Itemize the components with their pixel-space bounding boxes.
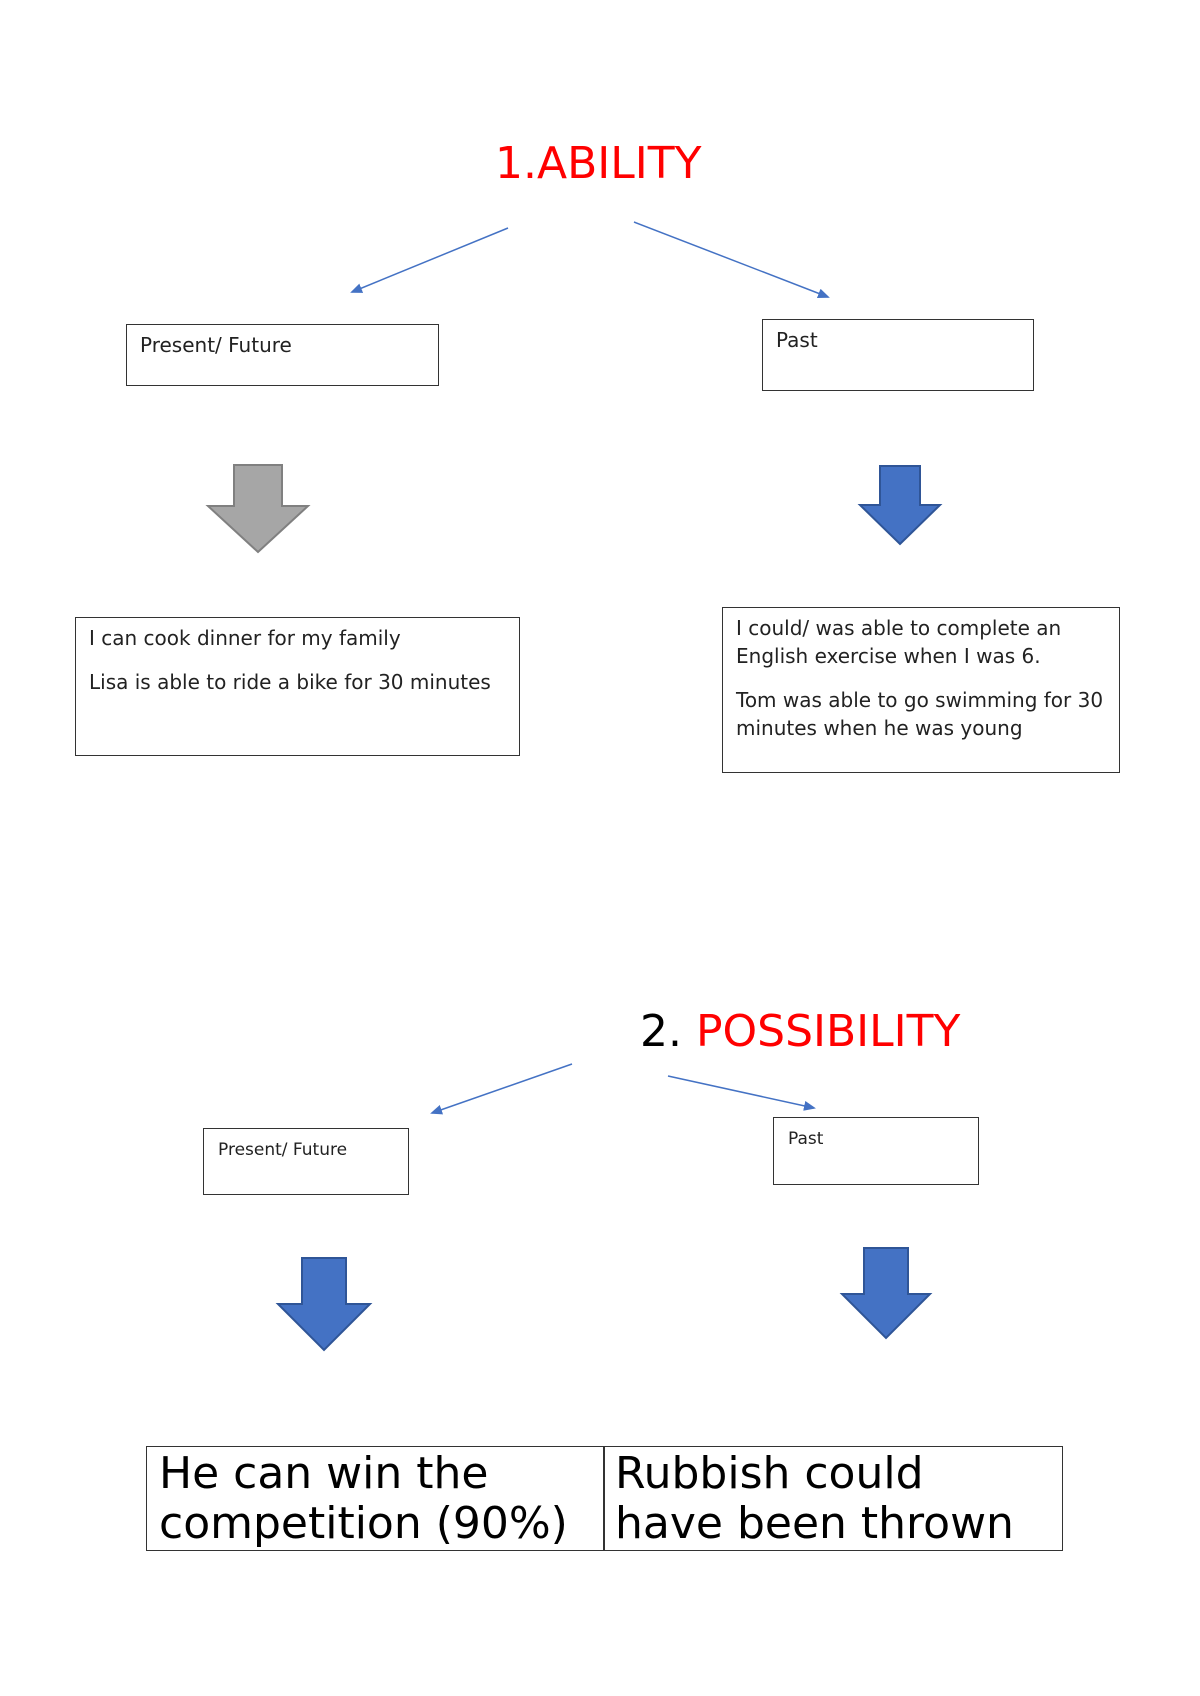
- possibility-past-box: Past: [773, 1117, 979, 1185]
- ability-past-box: Past: [762, 319, 1034, 391]
- ability-past-example-1: I could/ was able to complete an English…: [736, 616, 1062, 668]
- past-example-text: Rubbish could have been thrown: [615, 1448, 1014, 1549]
- possibility-present-down-arrow: [275, 1257, 373, 1352]
- possibility-past-label: Past: [788, 1129, 824, 1149]
- possibility-title: 2. POSSIBILITY: [640, 1010, 960, 1054]
- ability-title: 1.ABILITY: [495, 138, 702, 189]
- possibility-present-label: Present/ Future: [218, 1140, 348, 1160]
- present-example-text: He can win the competition (90%): [159, 1448, 568, 1549]
- ability-past-examples: I could/ was able to complete an English…: [736, 614, 1111, 742]
- ability-present-label: Present/ Future: [140, 333, 292, 357]
- ability-past-down-arrow: [857, 465, 943, 546]
- possibility-past-example: Rubbish could have been thrown: [615, 1449, 1045, 1549]
- ability-present-examples-box: I can cook dinner for my family Lisa is …: [75, 617, 520, 756]
- table-cell-divider: [603, 1447, 605, 1550]
- ability-past-label: Past: [776, 328, 818, 352]
- ability-past-example-2: Tom was able to go swimming for 30 minut…: [736, 688, 1104, 740]
- possibility-arrow-to-present: [430, 1063, 573, 1115]
- ability-arrow-to-past: [633, 221, 830, 299]
- ability-past-examples-box: I could/ was able to complete an English…: [722, 607, 1120, 773]
- ability-present-example-1: I can cook dinner for my family: [89, 626, 401, 650]
- possibility-examples-table: He can win the competition (90%) Rubbish…: [146, 1446, 1063, 1551]
- possibility-title-number: 2.: [640, 1006, 682, 1057]
- ability-present-box: Present/ Future: [126, 324, 439, 386]
- possibility-present-box: Present/ Future: [203, 1128, 409, 1195]
- ability-arrow-to-present: [350, 227, 509, 293]
- possibility-title-word: POSSIBILITY: [695, 1006, 961, 1057]
- ability-present-example-2: Lisa is able to ride a bike for 30 minut…: [89, 670, 491, 694]
- possibility-arrow-to-past: [667, 1075, 816, 1111]
- ability-present-down-arrow: [205, 464, 311, 554]
- ability-present-examples: I can cook dinner for my family Lisa is …: [89, 624, 507, 696]
- possibility-past-down-arrow: [839, 1247, 933, 1340]
- possibility-present-example: He can win the competition (90%): [159, 1449, 589, 1549]
